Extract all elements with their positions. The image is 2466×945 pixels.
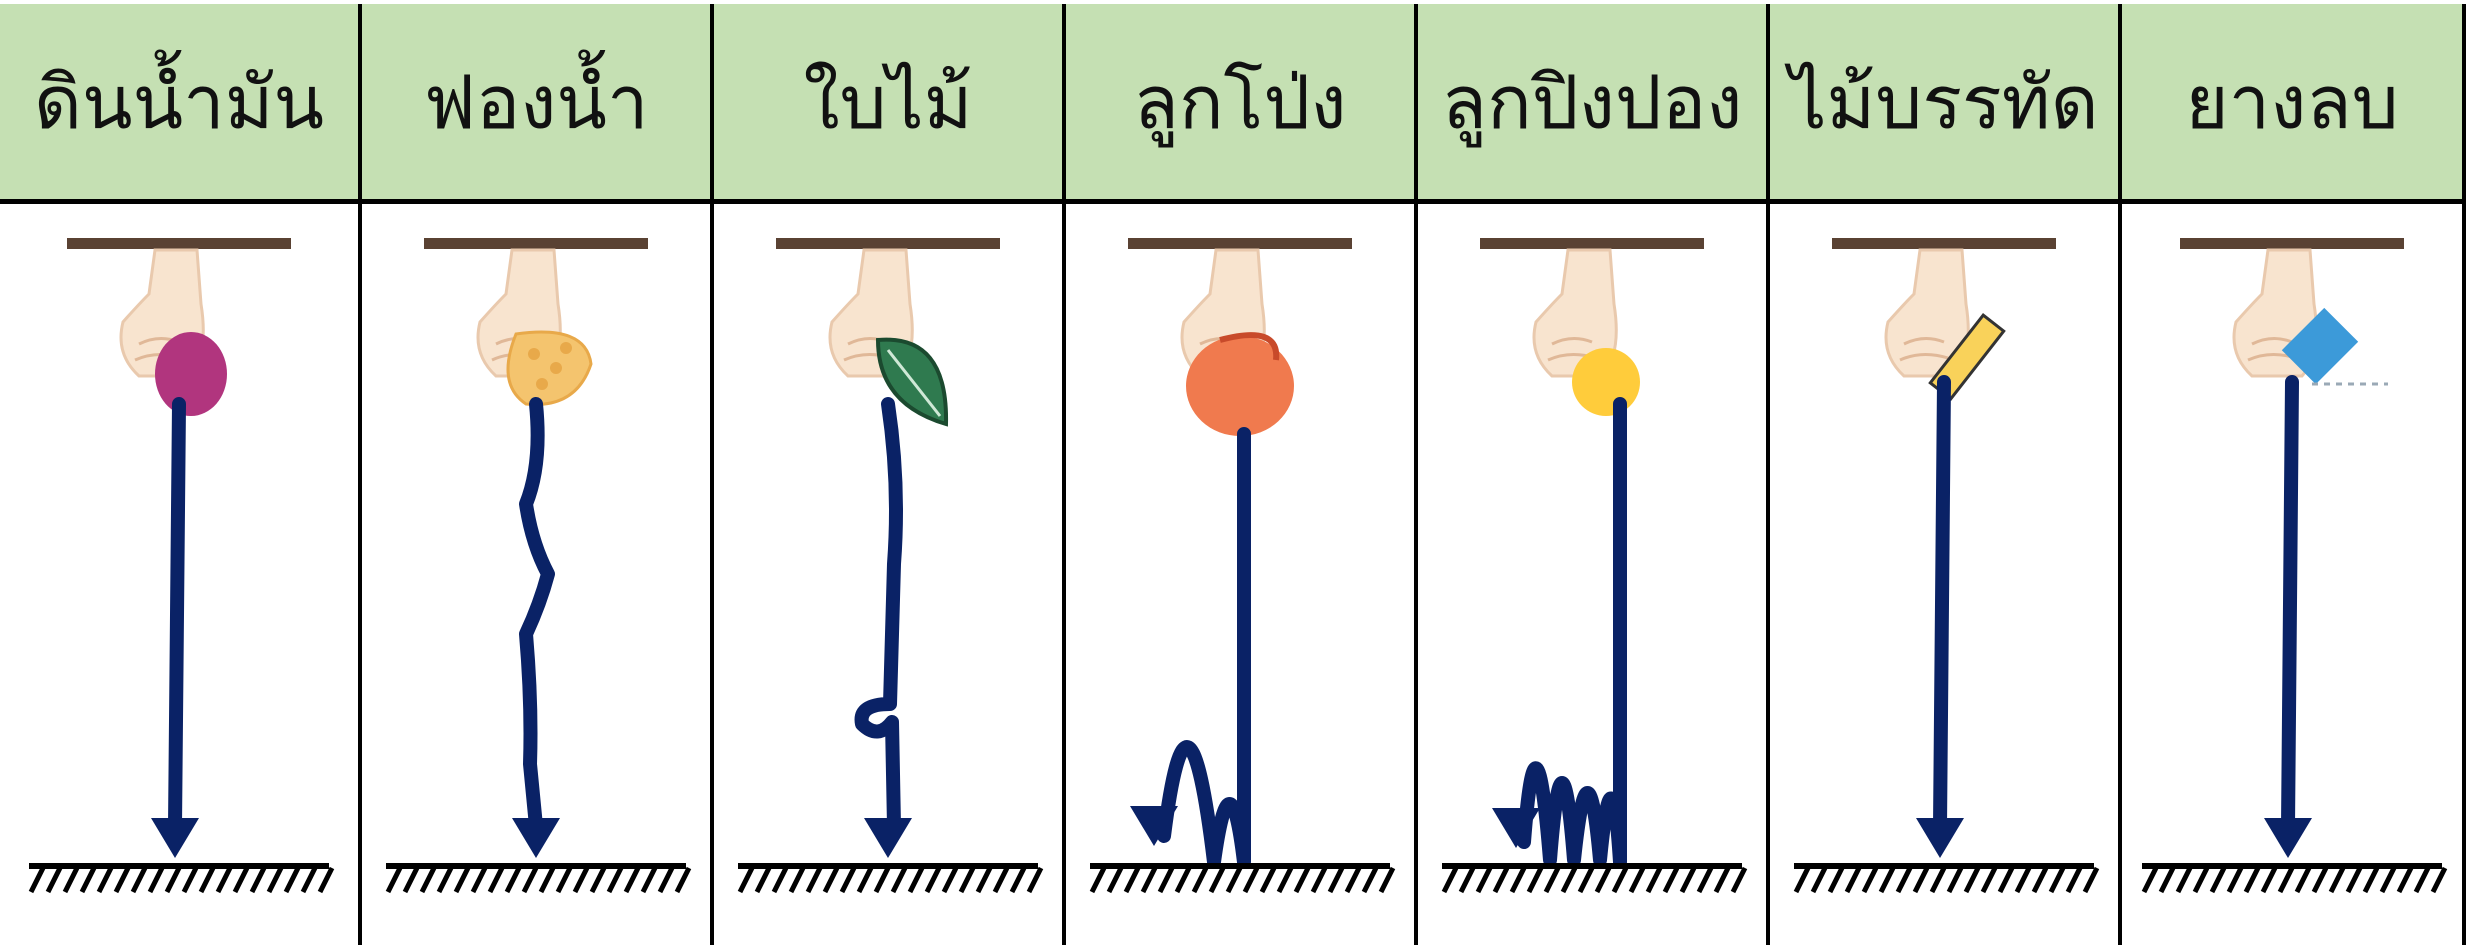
ground <box>2142 866 2445 892</box>
motion-path <box>862 404 896 826</box>
arrow-head <box>151 818 199 858</box>
column-5: ลูกปิงปอง <box>1418 4 1770 945</box>
ground <box>386 866 689 892</box>
column-label: ใบไม้ <box>803 43 972 161</box>
support-bar <box>2180 238 2404 249</box>
sponge-icon <box>508 332 591 405</box>
ground <box>738 866 1041 892</box>
support-bar <box>776 238 1000 249</box>
motion-path <box>1940 382 1944 826</box>
column-scene <box>362 204 710 945</box>
arrow-head <box>1916 818 1964 858</box>
fall-illustration <box>0 204 358 945</box>
column-header: ลูกปิงปอง <box>1418 4 1766 204</box>
column-label: ไม้บรรทัด <box>1789 43 2098 161</box>
motion-path <box>175 404 179 826</box>
column-header: ลูกโป่ง <box>1066 4 1414 204</box>
column-scene <box>1418 204 1766 945</box>
column-scene <box>2122 204 2462 945</box>
support-bar <box>424 238 648 249</box>
column-6: ไม้บรรทัด <box>1770 4 2122 945</box>
falling-objects-table: ดินน้ำมัน ฟองน้ำ ใบไม้ ลูกโป่ง ลูกปิงปอง ไม้บ… <box>0 4 2466 945</box>
column-label: ดินน้ำมัน <box>34 43 324 161</box>
support-bar <box>1128 238 1352 249</box>
column-7: ยางลบ <box>2122 4 2466 945</box>
support-bar <box>1832 238 2056 249</box>
fall-illustration <box>362 204 710 945</box>
column-scene <box>0 204 358 945</box>
support-bar <box>67 238 291 249</box>
fall-illustration <box>714 204 1062 945</box>
arrow-head <box>864 818 912 858</box>
clay-icon <box>155 332 227 416</box>
motion-path <box>2288 382 2292 826</box>
column-3: ใบไม้ <box>714 4 1066 945</box>
motion-path <box>526 404 548 826</box>
column-label: ลูกโป่ง <box>1133 43 1346 161</box>
ground <box>29 866 332 892</box>
column-scene <box>1770 204 2118 945</box>
ping-pong-ball-icon <box>1572 348 1640 416</box>
fall-illustration <box>1066 204 1414 945</box>
fall-illustration <box>2122 204 2462 945</box>
column-label: ลูกปิงปอง <box>1442 43 1743 161</box>
support-bar <box>1480 238 1704 249</box>
motion-path <box>1524 404 1620 862</box>
arrow-head <box>1492 808 1540 848</box>
motion-path <box>1164 434 1244 862</box>
column-4: ลูกโป่ง <box>1066 4 1418 945</box>
column-header: ดินน้ำมัน <box>0 4 358 204</box>
ground <box>1090 866 1393 892</box>
fall-illustration <box>1418 204 1766 945</box>
column-scene <box>714 204 1062 945</box>
column-header: ไม้บรรทัด <box>1770 4 2118 204</box>
ground <box>1794 866 2097 892</box>
column-2: ฟองน้ำ <box>362 4 714 945</box>
arrow-head <box>2264 818 2312 858</box>
column-label: ฟองน้ำ <box>423 43 648 161</box>
fall-illustration <box>1770 204 2118 945</box>
column-1: ดินน้ำมัน <box>0 4 362 945</box>
column-label: ยางลบ <box>2185 43 2398 161</box>
column-header: ใบไม้ <box>714 4 1062 204</box>
arrow-head <box>512 818 560 858</box>
column-header: ยางลบ <box>2122 4 2462 204</box>
ground <box>1442 866 1745 892</box>
column-header: ฟองน้ำ <box>362 4 710 204</box>
column-scene <box>1066 204 1414 945</box>
